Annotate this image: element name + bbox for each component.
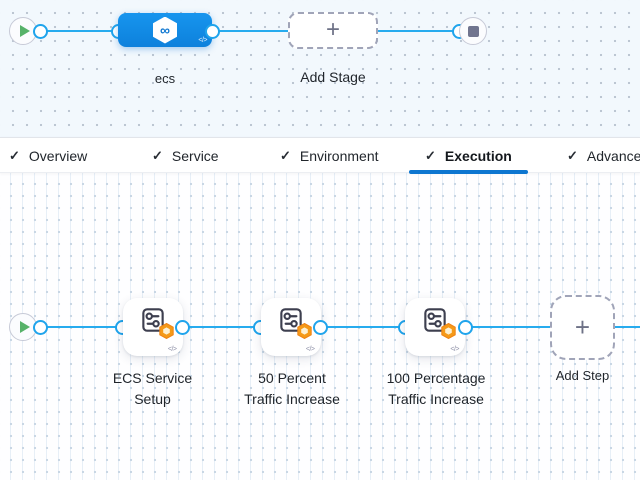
add-step-label: Add Step	[555, 368, 610, 383]
check-icon: ✓	[9, 147, 20, 163]
connector-ring	[457, 319, 473, 335]
connector-ring	[175, 319, 190, 335]
check-icon: ✓	[425, 147, 436, 163]
tab-label: Advanced	[586, 147, 640, 164]
stage-canvas[interactable]: ∞ </> + ecs Add Stage	[0, 0, 640, 137]
deployment-hexagon-icon: ∞	[153, 16, 177, 44]
pipeline-end-node	[459, 17, 487, 45]
play-icon	[19, 321, 30, 333]
step-settings-icon	[424, 308, 446, 332]
add-stage-button[interactable]: +	[288, 12, 378, 49]
connector-ring	[204, 23, 220, 39]
tab-label: Environment	[299, 147, 379, 164]
execution-start-node	[9, 313, 37, 341]
step-node-50-percent-traffic[interactable]: </>	[260, 298, 321, 356]
connector-ring	[313, 319, 328, 335]
step-settings-icon	[279, 308, 302, 332]
tab-overview[interactable]: ✓ Overview	[9, 138, 87, 173]
tab-execution[interactable]: ✓ Execution	[409, 138, 528, 174]
tab-label: Service	[171, 147, 219, 164]
connector-ring	[33, 23, 48, 39]
tab-label: Execution	[444, 147, 512, 164]
play-icon	[19, 25, 30, 37]
connector-ring	[33, 319, 48, 335]
tab-label: Overview	[28, 147, 88, 164]
code-view-icon: </>	[450, 346, 459, 353]
tab-service[interactable]: ✓ Service	[152, 138, 219, 173]
step-node-100-percentage-traffic[interactable]: </>	[405, 298, 465, 356]
check-icon: ✓	[567, 147, 578, 163]
step-name-label: 100 Percentage Traffic Increase	[386, 370, 486, 407]
add-stage-label: Add Stage	[300, 69, 366, 85]
code-view-icon: </>	[167, 346, 177, 353]
tab-advanced[interactable]: ✓ Advanced	[567, 138, 640, 173]
code-view-icon: </>	[198, 37, 207, 44]
step-type-hexagon-badge-icon	[296, 323, 312, 339]
pipeline-start-node	[9, 17, 37, 45]
step-node-ecs-service-setup[interactable]: </>	[122, 298, 183, 356]
step-settings-icon	[141, 308, 164, 332]
stage-connector-line	[43, 30, 459, 32]
add-step-button[interactable]: +	[550, 295, 615, 360]
stop-icon	[467, 25, 479, 37]
tab-environment[interactable]: ✓ Environment	[280, 138, 379, 173]
step-type-hexagon-badge-icon	[158, 323, 174, 339]
stage-name-label: ecs	[154, 71, 176, 86]
check-icon: ✓	[152, 147, 163, 163]
step-name-label: 50 Percent Traffic Increase	[244, 370, 340, 407]
step-connector-line	[43, 326, 640, 328]
execution-canvas[interactable]: </> </>	[0, 173, 640, 480]
stage-config-tabbar: ✓ Overview ✓ Service ✓ Environment ✓ Exe…	[0, 137, 640, 174]
check-icon: ✓	[280, 147, 291, 163]
code-view-icon: </>	[305, 346, 315, 353]
stage-node-ecs[interactable]: ∞ </>	[118, 13, 212, 47]
step-name-label: ECS Service Setup	[112, 370, 193, 407]
plus-icon: +	[574, 311, 591, 342]
plus-icon: +	[325, 15, 340, 43]
step-type-hexagon-badge-icon	[441, 323, 456, 339]
